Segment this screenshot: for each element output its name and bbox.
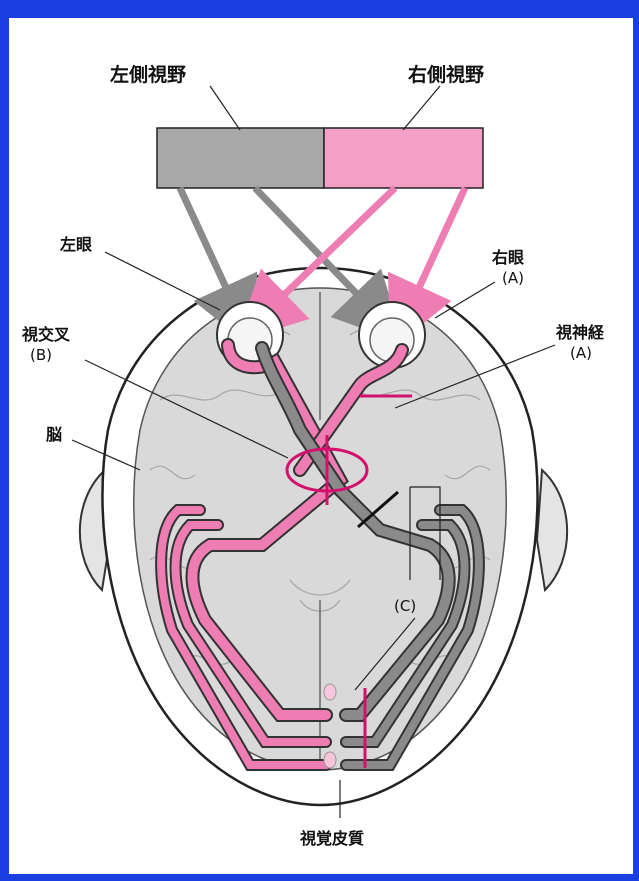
label-optic-nerve: 視神経: [555, 323, 605, 342]
label-optic-chiasm-marker: (B): [30, 346, 52, 364]
label-right-visual-field: 右側視野: [407, 63, 484, 86]
label-left-eye: 左眼: [59, 235, 92, 254]
label-visual-cortex: 視覚皮質: [299, 829, 364, 848]
right-visual-field-box: [324, 128, 483, 188]
label-brain: 脳: [46, 425, 62, 444]
left-visual-field-box: [157, 128, 324, 188]
label-right-eye-marker: (A): [502, 269, 524, 287]
label-optic-chiasm: 視交叉: [21, 325, 71, 344]
label-right-eye: 右眼: [492, 248, 524, 267]
label-left-visual-field: 左側視野: [110, 63, 186, 86]
right-ear: [537, 470, 567, 590]
label-tract-marker: (C): [394, 597, 416, 615]
label-optic-nerve-marker: (A): [570, 344, 592, 362]
